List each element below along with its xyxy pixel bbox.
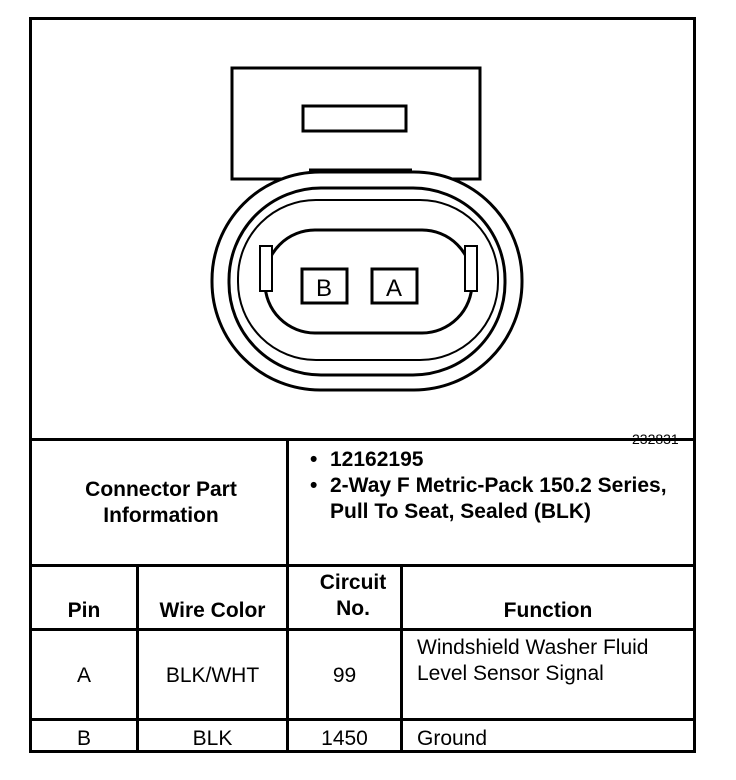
header-circuit-no: Circuit No. — [319, 571, 387, 620]
row-b-wire-color: BLK — [192, 727, 233, 750]
latch-window — [301, 104, 408, 133]
connector-face-drawing: B A — [210, 66, 524, 392]
connector-seal-ring — [227, 186, 507, 377]
header-wire-color: Wire Color — [159, 599, 266, 622]
row-b-function: Ground — [417, 727, 488, 750]
part-info-list: 12162195 2-Way F Metric-Pack 150.2 Serie… — [308, 447, 688, 525]
divider-col-3 — [400, 564, 403, 750]
part-info-label: Connector Part Information — [85, 478, 237, 527]
cavity-b-box — [300, 267, 349, 305]
divider-col-1 — [136, 564, 139, 750]
row-a-pin: A — [76, 664, 91, 687]
divider-part-info — [32, 564, 693, 567]
row-b-pin: B — [76, 727, 91, 750]
divider-part-info-col — [286, 438, 289, 567]
row-a-function: Windshield Washer Fluid Level Sensor Sig… — [417, 636, 649, 685]
divider-row-a — [32, 718, 693, 721]
polarizing-key-left — [259, 245, 273, 292]
cavity-a-box — [370, 267, 419, 305]
diagram-frame: B A 232831 Connector Part Information 12… — [29, 17, 696, 753]
row-b-circuit: 1450 — [321, 727, 368, 750]
header-function: Function — [503, 599, 593, 622]
terminal-insert — [263, 228, 474, 335]
row-a-wire-color: BLK/WHT — [165, 664, 260, 687]
divider-header — [32, 628, 693, 631]
divider-col-2 — [286, 564, 289, 750]
header-pin: Pin — [67, 599, 101, 622]
polarizing-key-right — [464, 245, 478, 292]
cavity-a-label: A — [386, 275, 402, 302]
cavity-b-label: B — [316, 275, 332, 302]
row-a-circuit: 99 — [332, 664, 357, 687]
part-number: 12162195 — [308, 447, 688, 473]
connector-description: 2-Way F Metric-Pack 150.2 Series, Pull T… — [308, 473, 688, 525]
divider-figure — [32, 438, 693, 441]
